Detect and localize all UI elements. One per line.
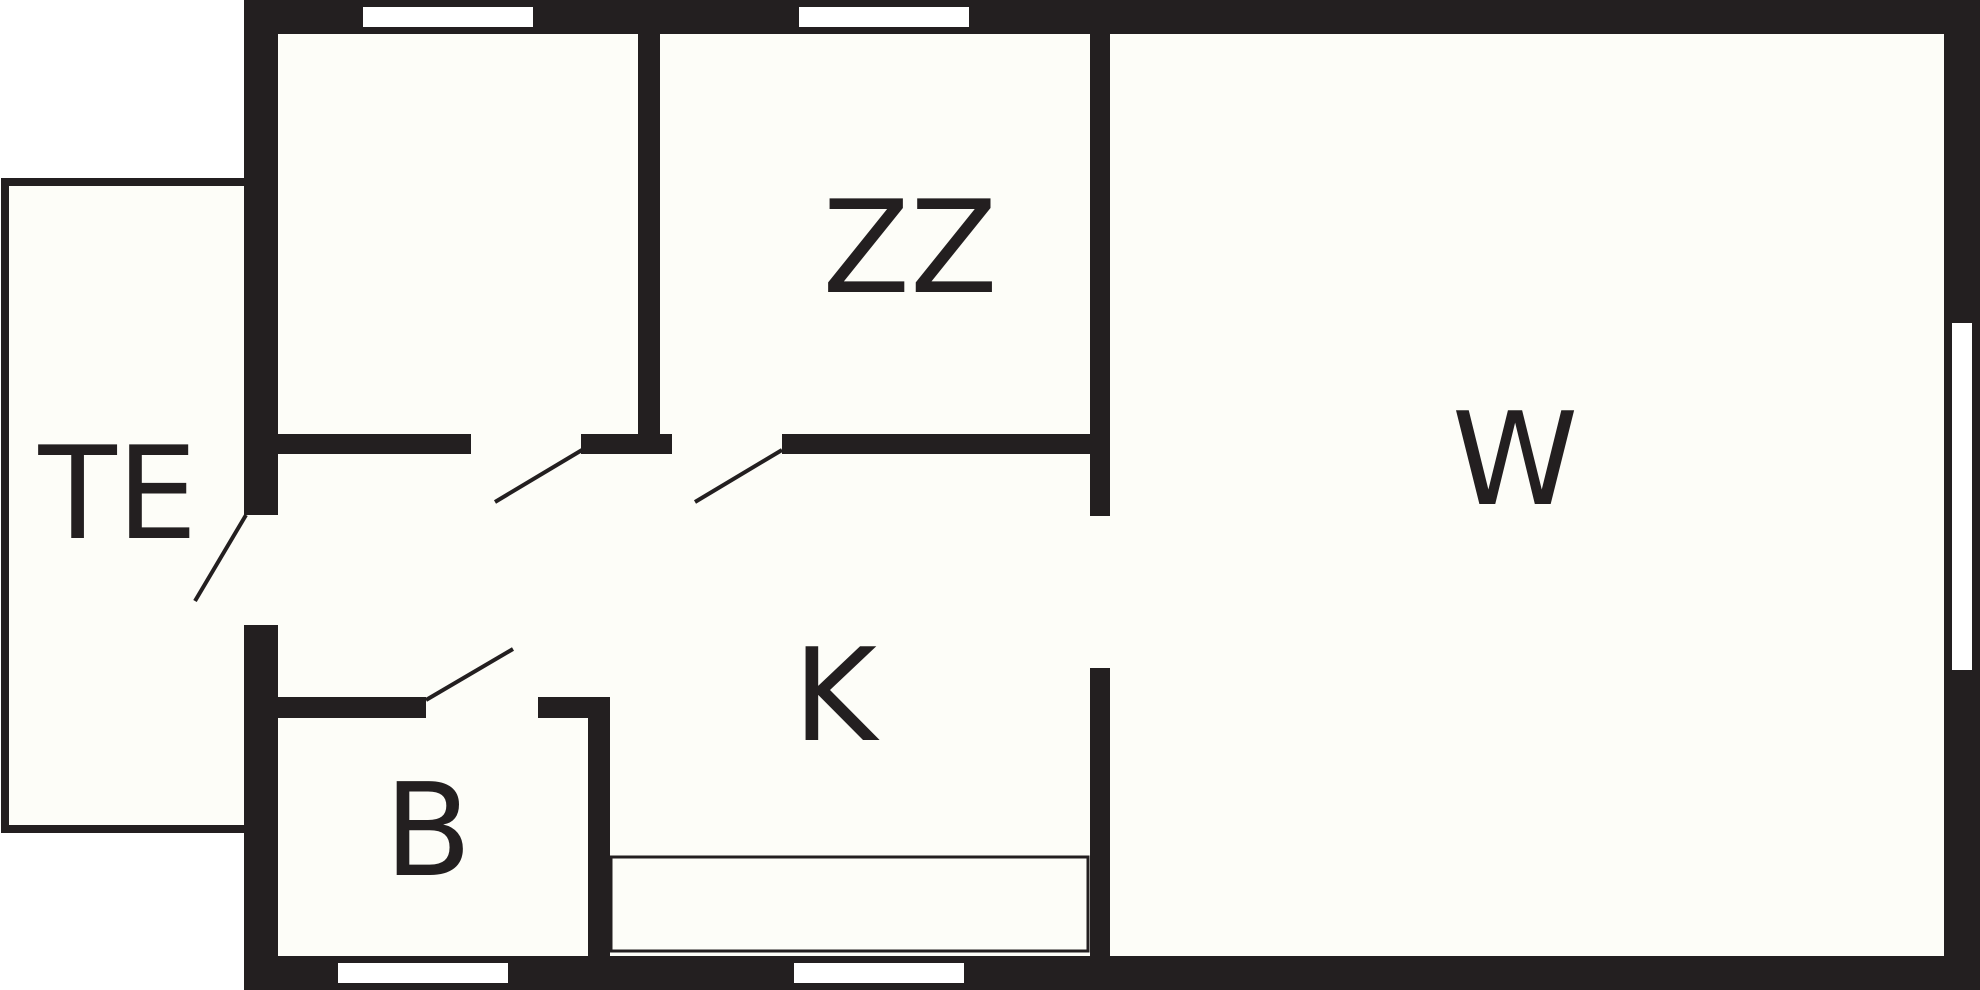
door-opening-zz: [672, 432, 782, 454]
room-label-zz: ZZ: [822, 174, 997, 323]
kitchen-counter: [609, 855, 1090, 953]
hallway-floor: [278, 454, 1090, 697]
door-swing-top-left: [493, 448, 584, 504]
terrace-area: [1, 178, 252, 833]
door-opening-top-left: [471, 432, 581, 454]
window-right: [1952, 323, 1972, 670]
opening-k-w: [1088, 516, 1112, 668]
door-swing-zz: [693, 448, 784, 504]
door-swing-te: [193, 513, 248, 603]
window-bottom-1: [338, 963, 508, 983]
room-label-w: W: [1452, 386, 1579, 535]
window-bottom-2: [794, 963, 964, 983]
door-swing-b: [424, 647, 515, 702]
room-zz-floor: [660, 34, 1090, 434]
room-top-left-floor: [278, 34, 638, 434]
room-w-floor: [1110, 34, 1944, 956]
room-label-te: TE: [37, 420, 197, 569]
window-top-2: [799, 7, 969, 27]
door-opening-te: [244, 515, 278, 625]
window-top-1: [363, 7, 533, 27]
room-label-k: K: [793, 622, 880, 771]
door-opening-b: [426, 697, 538, 718]
room-label-b: B: [384, 757, 472, 906]
room-b-floor: [278, 718, 588, 956]
